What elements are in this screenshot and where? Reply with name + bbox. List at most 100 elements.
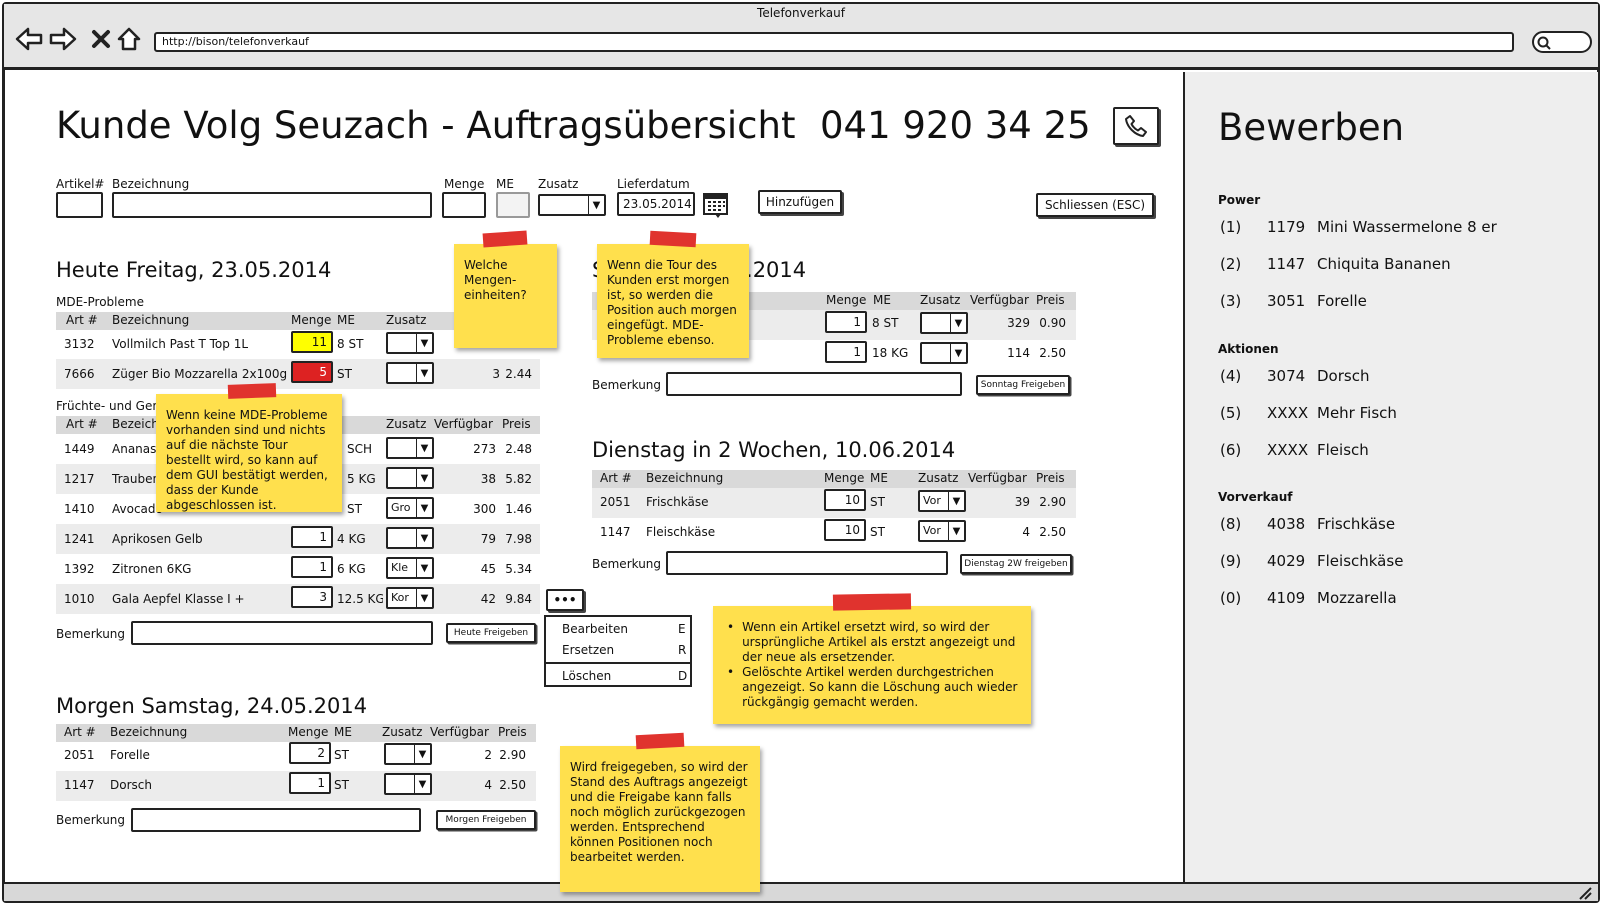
sidebar-section-aktionen: Aktionen	[1218, 342, 1279, 356]
zusatz-value	[386, 745, 414, 763]
search-icon	[1537, 36, 1551, 50]
me-label: ME	[496, 177, 514, 191]
zusatz-select[interactable]: ▼	[386, 527, 434, 549]
sidebar-item-art: 1179	[1267, 218, 1306, 236]
release-tomorrow-button[interactable]: Morgen Freigeben	[436, 810, 536, 830]
cell-preis: 2.90	[1039, 495, 1066, 509]
release-sunday-button[interactable]: Sonntag Freigeben	[976, 375, 1070, 395]
back-icon[interactable]	[14, 24, 44, 54]
zusatz-select[interactable]: ▼	[386, 467, 434, 489]
cell-art: 1241	[64, 532, 95, 546]
qty-input[interactable]: 5	[291, 361, 333, 383]
qty-input[interactable]: 1	[825, 311, 867, 333]
cell-verfuegbar: 39	[1014, 495, 1030, 509]
zusatz-select[interactable]: ▼	[386, 437, 434, 459]
zusatz-select[interactable]: ▼	[384, 773, 432, 795]
browser-search-field[interactable]	[1532, 31, 1592, 53]
calendar-icon[interactable]	[703, 193, 729, 223]
menge-input[interactable]	[442, 192, 486, 218]
sidebar-item-name[interactable]: Frischkäse	[1317, 515, 1396, 533]
zusatz-value: Kor	[391, 591, 409, 604]
cell-verfuegbar: 79	[480, 532, 496, 546]
qty-input[interactable]: 10	[824, 519, 866, 541]
qty-input[interactable]: 3	[291, 586, 333, 608]
sidebar-item-name[interactable]: Chiquita Bananen	[1317, 255, 1451, 273]
bemerkung-input[interactable]	[131, 621, 433, 645]
cell-me: SCH	[347, 442, 373, 456]
sidebar-item-name[interactable]: Dorsch	[1317, 367, 1370, 385]
forward-icon[interactable]	[48, 24, 78, 54]
sidebar-item-name[interactable]: Forelle	[1317, 292, 1367, 310]
cell-bezeichnung: Fleischkäse	[646, 525, 716, 539]
release-twoweeks-button[interactable]: Dienstag 2W freigeben	[960, 554, 1072, 574]
bemerkung-input[interactable]	[131, 808, 421, 832]
cell-art: 1449	[64, 442, 95, 456]
sidebar-item-name[interactable]: Fleischkäse	[1317, 552, 1404, 570]
home-icon[interactable]	[114, 24, 144, 54]
sidebar-item-name[interactable]: Mini Wassermelone 8 er	[1317, 218, 1497, 236]
note-tape	[649, 230, 697, 248]
sidebar-item[interactable]: (1)	[1220, 218, 1241, 236]
qty-input[interactable]: 2	[289, 742, 331, 764]
zusatz-select[interactable]: Vor▼	[918, 520, 966, 542]
qty-input[interactable]: 1	[291, 526, 333, 548]
cell-verfuegbar: 4	[1022, 525, 1030, 539]
resize-grip-icon[interactable]	[1578, 886, 1592, 900]
col-zusatz: Zusatz	[918, 471, 959, 485]
zusatz-select[interactable]: ▼	[386, 332, 434, 354]
note-text: Wenn ein Artikel ersetzt wird, so wird d…	[742, 620, 1016, 664]
menu-item-ersetzen[interactable]: Ersetzen	[562, 643, 615, 657]
bemerkung-label: Bemerkung	[56, 627, 126, 641]
cell-verfuegbar: 114	[1007, 346, 1030, 360]
bemerkung-input[interactable]	[666, 372, 962, 396]
bezeichnung-input[interactable]	[112, 192, 432, 218]
cell-me: ST	[870, 495, 885, 509]
close-order-button[interactable]: Schliessen (ESC)	[1036, 193, 1154, 217]
col-menge: Menge	[824, 471, 865, 485]
zusatz-select[interactable]: ▼	[920, 312, 968, 334]
sidebar-item-name[interactable]: Fleisch	[1317, 441, 1369, 459]
add-button[interactable]: Hinzufügen	[758, 190, 842, 214]
qty-input[interactable]: 1	[291, 556, 333, 578]
qty-input[interactable]: 11	[291, 331, 333, 353]
release-today-button[interactable]: Heute Freigeben	[446, 623, 536, 643]
call-button[interactable]	[1113, 107, 1159, 145]
table-header	[592, 470, 1076, 488]
zusatz-select[interactable]: ▼	[386, 362, 434, 384]
more-actions-button[interactable]: •••	[546, 589, 584, 611]
sidebar-item-art: 4038	[1267, 515, 1306, 533]
qty-input[interactable]: 1	[289, 772, 331, 794]
zusatz-select[interactable]: ▼	[538, 194, 606, 216]
zusatz-select[interactable]: ▼	[384, 743, 432, 765]
cell-art: 3132	[64, 337, 95, 351]
zusatz-select[interactable]: Kle▼	[386, 557, 434, 579]
cell-me: ST	[334, 748, 349, 762]
note-text: Wenn die Tour des Kunden erst morgen ist…	[607, 258, 737, 347]
zusatz-select[interactable]: Gro▼	[386, 497, 434, 519]
cell-bezeichnung: Vollmilch Past T Top 1L	[112, 337, 249, 351]
artikel-input[interactable]	[56, 192, 103, 218]
menu-item-loeschen[interactable]: Löschen	[562, 669, 612, 683]
sidebar-item-name[interactable]: Mehr Fisch	[1317, 404, 1397, 422]
close-icon[interactable]	[86, 24, 116, 54]
col-me: ME	[337, 313, 355, 327]
zusatz-select[interactable]: Vor▼	[918, 490, 966, 512]
qty-input[interactable]: 1	[825, 341, 867, 363]
zusatz-select[interactable]: Kor▼	[386, 587, 434, 609]
cell-art: 1010	[64, 592, 95, 606]
artikel-label: Artikel#	[56, 177, 105, 191]
menu-divider	[546, 662, 690, 664]
cell-preis: 2.90	[499, 748, 526, 762]
zusatz-value	[388, 334, 416, 352]
address-bar[interactable]: http://bison/telefonverkauf	[154, 32, 1514, 52]
chevron-down-icon: ▼	[950, 314, 966, 332]
sidebar-item-name[interactable]: Mozzarella	[1317, 589, 1397, 607]
menu-item-bearbeiten[interactable]: Bearbeiten	[562, 622, 628, 636]
bemerkung-input[interactable]	[666, 551, 948, 575]
cell-verfuegbar: 42	[480, 592, 496, 606]
cell-preis: 2.50	[499, 778, 526, 792]
zusatz-select[interactable]: ▼	[920, 342, 968, 364]
lieferdatum-input[interactable]: 23.05.2014	[617, 192, 695, 216]
cell-bezeichnung: Ananas	[112, 442, 157, 456]
qty-input[interactable]: 10	[824, 489, 866, 511]
